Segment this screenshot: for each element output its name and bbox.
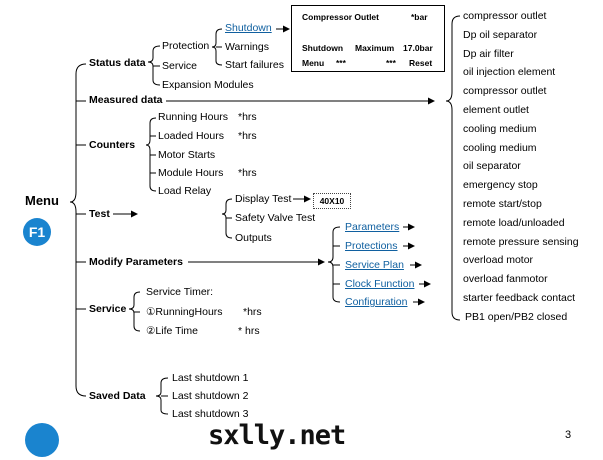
outputs-label[interactable]: Outputs	[235, 232, 272, 244]
running-hours-label: Running Hours	[158, 111, 229, 123]
service-timer-label: Service Timer:	[146, 286, 214, 298]
start-failures-label[interactable]: Start failures	[225, 59, 284, 71]
motor-starts-label: Motor Starts	[158, 149, 216, 161]
f1-key-button[interactable]: F1	[23, 218, 51, 246]
display-test-value: 40X10	[313, 193, 351, 209]
measured-item: oil separator	[463, 160, 521, 172]
module-hours-label: Module Hours	[158, 167, 224, 179]
page-number: 3	[565, 429, 572, 441]
module-hours-unit: *hrs	[238, 167, 257, 179]
display-panel: Compressor Outlet *bar Shutdown Maximum …	[291, 5, 445, 72]
measured-data-label[interactable]: Measured data	[89, 94, 163, 106]
protections-link[interactable]: Protections	[345, 240, 398, 252]
measured-item: compressor outlet	[463, 85, 547, 97]
last-shutdown-2: Last shutdown 2	[172, 390, 249, 402]
measured-item: remote start/stop	[463, 198, 542, 210]
test-label[interactable]: Test	[89, 208, 110, 220]
clock-function-link[interactable]: Clock Function	[345, 278, 415, 290]
service-running-hours-label: ①RunningHours	[146, 306, 223, 318]
service-running-hours-unit: *hrs	[243, 306, 262, 318]
lcd-row2-maximum: Maximum	[355, 43, 395, 53]
down-arrow-button[interactable]	[25, 423, 59, 457]
lcd-row3-menu: Menu	[302, 58, 325, 68]
lcd-row3-reset: Reset	[409, 58, 433, 68]
measured-item: cooling medium	[463, 123, 537, 135]
lcd-row3-stars2: ***	[386, 58, 396, 68]
service-label[interactable]: Service	[89, 303, 127, 315]
measured-item: remote load/unloaded	[463, 217, 565, 229]
last-shutdown-1: Last shutdown 1	[172, 372, 249, 384]
loaded-hours-unit: *hrs	[238, 130, 257, 142]
lcd-row2-shutdown: Shutdown	[302, 43, 344, 53]
load-relay-label: Load Relay	[158, 185, 212, 197]
service-status-label[interactable]: Service	[162, 60, 198, 72]
measured-item: starter feedback contact	[463, 292, 576, 304]
measured-item: overload fanmotor	[463, 273, 548, 285]
measured-item: element outlet	[463, 104, 529, 116]
counters-label[interactable]: Counters	[89, 139, 136, 151]
protection-label[interactable]: Protection	[162, 40, 210, 52]
measured-item: emergency stop	[463, 179, 538, 191]
measured-item: oil injection element	[463, 66, 556, 78]
watermark-text: sxlly.net	[208, 420, 346, 451]
life-time-unit: * hrs	[238, 325, 260, 337]
parameters-link[interactable]: Parameters	[345, 221, 400, 233]
display-test-label[interactable]: Display Test	[235, 193, 292, 205]
lcd-row3-stars1: ***	[336, 58, 346, 68]
safety-valve-test-label[interactable]: Safety Valve Test	[235, 212, 316, 224]
measured-item: compressor outlet	[463, 10, 547, 22]
saved-data-label[interactable]: Saved Data	[89, 390, 146, 402]
measured-item: Dp oil separator	[463, 29, 538, 41]
life-time-label: ②Life Time	[146, 325, 199, 337]
expansion-modules-label[interactable]: Expansion Modules	[162, 79, 254, 91]
menu-title: Menu	[25, 193, 59, 208]
measured-item: cooling medium	[463, 142, 537, 154]
measured-item: Dp air filter	[463, 48, 514, 60]
service-plan-link[interactable]: Service Plan	[345, 259, 404, 271]
shutdown-link[interactable]: Shutdown	[225, 22, 272, 34]
configuration-link[interactable]: Configuration	[345, 296, 408, 308]
lcd-row2-value: 17.0bar	[403, 43, 433, 53]
modify-parameters-label[interactable]: Modify Parameters	[89, 256, 183, 268]
status-data-label[interactable]: Status data	[89, 57, 146, 69]
warnings-label[interactable]: Warnings	[225, 41, 269, 53]
running-hours-unit: *hrs	[238, 111, 257, 123]
lcd-row1-label: Compressor Outlet	[302, 12, 379, 22]
lcd-row1-unit: *bar	[411, 12, 428, 22]
measured-item: remote pressure sensing	[463, 236, 579, 248]
measured-item: PB1 open/PB2 closed	[465, 311, 568, 323]
measured-item: overload motor	[463, 254, 534, 266]
loaded-hours-label: Loaded Hours	[158, 130, 224, 142]
last-shutdown-3: Last shutdown 3	[172, 408, 249, 420]
